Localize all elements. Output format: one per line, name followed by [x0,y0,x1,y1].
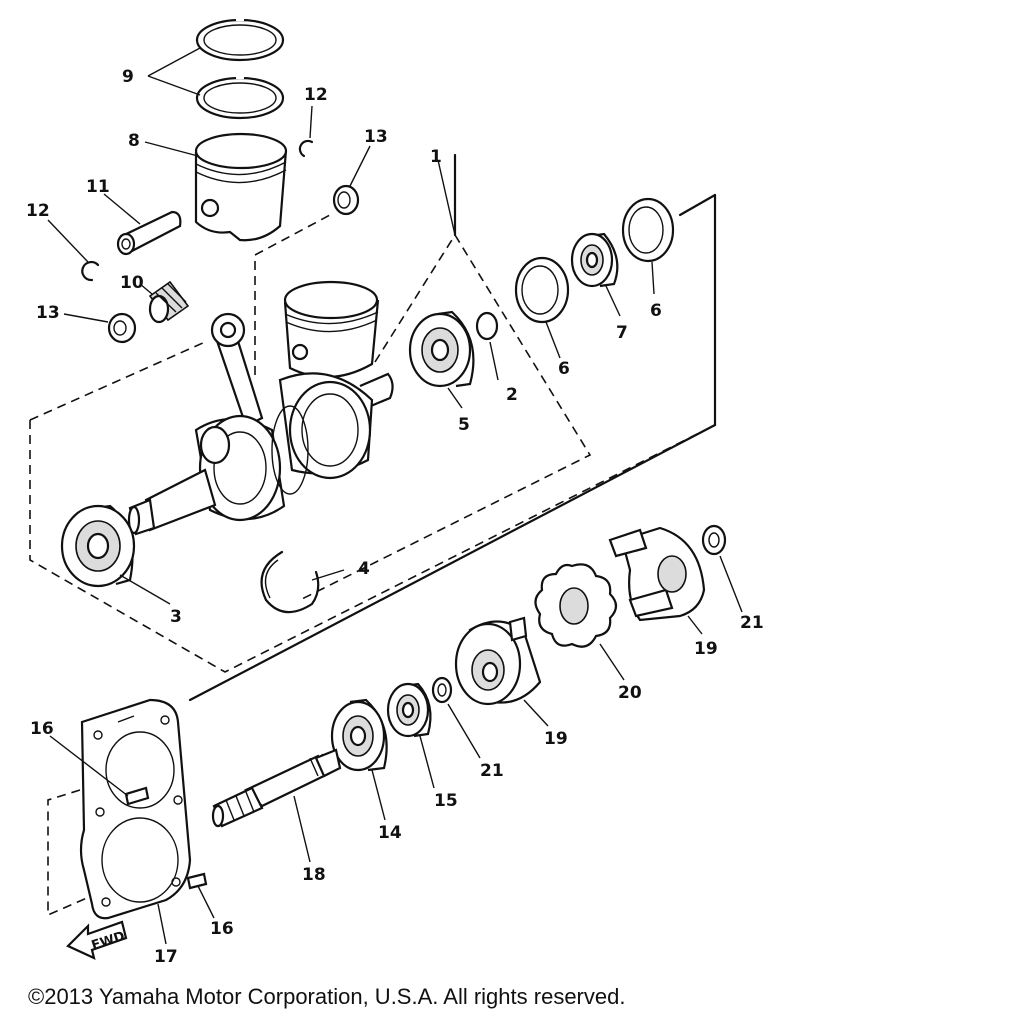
drive-shaft-bearing-small [386,682,432,738]
crank-circlip [260,550,320,614]
oil-seal [570,232,619,288]
callout-4: 4 [358,559,370,579]
callout-6-upper: 6 [650,301,662,321]
callout-3: 3 [170,607,182,627]
dowel-pin-upper [124,786,150,806]
callout-2: 2 [506,385,518,405]
washer-lower [107,312,137,344]
coupler-lower [454,616,542,706]
callout-labels: 9 8 12 13 11 12 10 13 1 2 3 4 5 6 6 7 21… [26,67,764,967]
callout-1: 1 [430,147,442,167]
forward-arrow-icon: FWD [66,920,128,960]
callout-9: 9 [122,67,134,87]
callout-17: 17 [154,947,178,967]
piston-pin [116,210,182,256]
callout-21-left: 21 [480,761,504,781]
main-bearing-rear [408,310,475,388]
main-bearing-front [60,504,136,588]
callout-19-lower: 19 [544,729,568,749]
copyright-notice: ©2013 Yamaha Motor Corporation, U.S.A. A… [28,984,626,1009]
callout-12-lower: 12 [26,201,50,221]
coupler-damper [534,563,618,648]
callout-15: 15 [434,791,458,811]
callout-5: 5 [458,415,470,435]
leader-lines [47,47,743,945]
callout-16-lower: 16 [210,919,234,939]
callout-13-upper: 13 [364,127,388,147]
callout-14: 14 [378,823,402,843]
callout-12-upper: 12 [304,85,328,105]
washer-upper [332,184,360,216]
callout-10: 10 [120,273,144,293]
piston-ring-upper [195,15,285,62]
gasket [79,698,192,920]
callout-18: 18 [302,865,326,885]
drive-shaft [211,748,342,828]
callout-13-lower: 13 [36,303,60,323]
coupler-upper [608,526,706,622]
assembly-boundary-lines [29,153,717,917]
shim-upper [621,197,675,263]
callout-19-upper: 19 [694,639,718,659]
callout-21-right: 21 [740,613,764,633]
dowel-pin-lower [186,872,208,890]
drive-shaft-bearing-large [330,698,388,772]
piston-pin-clip-right [298,139,314,158]
callout-8: 8 [128,131,140,151]
callout-7: 7 [616,323,628,343]
o-ring [475,311,499,341]
coupler-washer-right [701,524,727,556]
piston-ring-lower [195,73,285,120]
needle-bearing [148,280,190,324]
callout-11: 11 [86,177,110,197]
shim-lower [514,256,570,324]
callout-16-upper: 16 [30,719,54,739]
coupler-washer-left [431,676,453,704]
piston [194,132,288,242]
callout-6-lower: 6 [558,359,570,379]
callout-20: 20 [618,683,642,703]
crankshaft-assembly [127,280,394,536]
piston-pin-clip-left [81,260,100,282]
